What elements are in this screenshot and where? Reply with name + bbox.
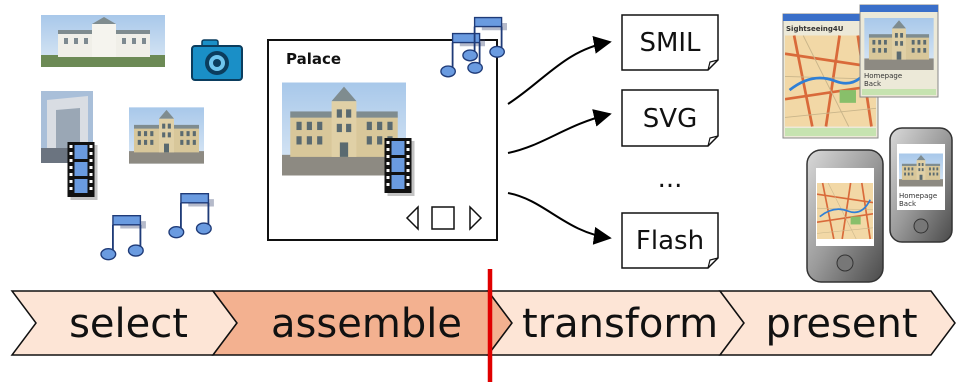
media-controls xyxy=(405,205,483,231)
arrow-to-svg xyxy=(507,109,612,154)
app-title: Sightseeing4U xyxy=(786,25,844,33)
media-pool xyxy=(41,15,243,261)
transform-arrows xyxy=(507,35,612,245)
desktop-window-palace: Homepage Back xyxy=(859,4,939,98)
palace-photo xyxy=(864,18,934,70)
format-flash: Flash xyxy=(621,212,719,269)
back-icon[interactable] xyxy=(405,205,419,231)
palace-photo xyxy=(899,153,943,187)
stage-label: transform xyxy=(522,301,718,347)
photo-palace-small xyxy=(129,107,204,164)
stage-chevron-present xyxy=(718,290,956,356)
film-strip-icon xyxy=(384,138,415,196)
device-previews: Sightseeing4U Homepage Back Homepage Bac… xyxy=(782,4,953,283)
map-image xyxy=(817,182,873,240)
arrow-to-flash xyxy=(507,192,612,245)
pda-map xyxy=(806,149,884,283)
music-note-icon xyxy=(100,214,146,261)
card-title: Palace xyxy=(286,50,341,68)
back-label: Back xyxy=(899,200,917,208)
back-label: Back xyxy=(864,80,882,88)
pda-palace: Homepage Back xyxy=(889,127,953,243)
camera-icon xyxy=(191,39,243,81)
arrow-to-smil xyxy=(507,35,612,105)
photo-palace-wide xyxy=(41,15,165,67)
presentation-card: Palace xyxy=(267,16,507,241)
play-icon[interactable] xyxy=(469,205,483,231)
film-strip-icon xyxy=(67,142,98,200)
format-label: SMIL xyxy=(639,28,701,58)
format-documents: SMIL SVG ... Flash xyxy=(621,14,719,269)
stage-label: assemble xyxy=(271,301,462,347)
format-smil: SMIL xyxy=(621,14,719,71)
stage-label: select xyxy=(69,301,188,347)
stage-label: present xyxy=(765,301,917,347)
format-label: Flash xyxy=(636,226,704,256)
process-stages: select assemble transform present xyxy=(10,290,956,356)
homepage-label: Homepage xyxy=(864,72,902,80)
homepage-label: Homepage xyxy=(899,192,937,200)
format-ellipsis: ... xyxy=(658,164,683,194)
format-label: SVG xyxy=(643,104,697,134)
format-svg: SVG xyxy=(621,89,719,147)
stop-icon[interactable] xyxy=(431,206,455,230)
music-note-icon xyxy=(168,192,215,239)
